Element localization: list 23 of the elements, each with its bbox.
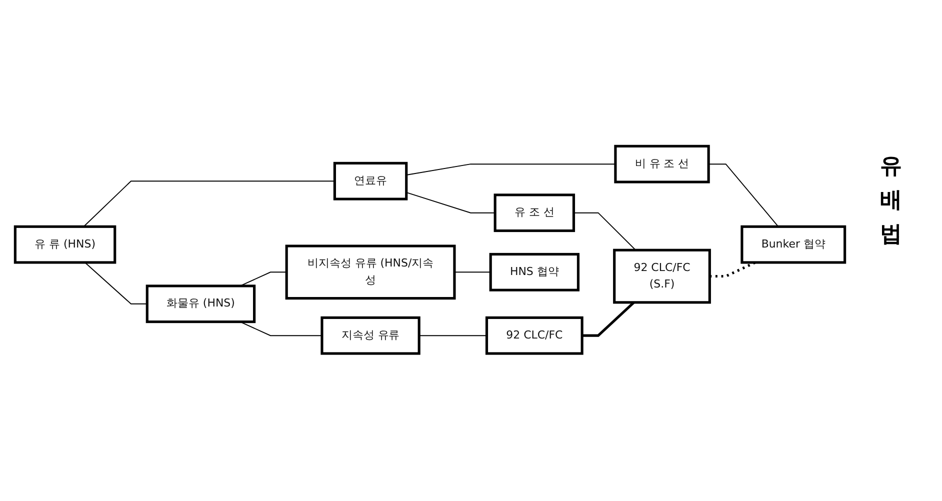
connector [418, 335, 488, 336]
side-label: 유배법 [877, 140, 904, 242]
connector [84, 262, 148, 304]
node-box: 유 조 선 [494, 194, 576, 232]
connector [708, 164, 779, 228]
node-box: HNS 협약 [489, 253, 580, 292]
node-box: Bunker 협약 [740, 226, 846, 264]
connector [582, 302, 635, 338]
node-box: 비지속성 유류 (HNS/지속성 [285, 244, 456, 300]
node-box: 화물유 (HNS) [146, 284, 256, 324]
node-box: 유 류 (HNS) [14, 226, 116, 264]
node-box: 92 CLC/FC (S.F) [613, 248, 711, 304]
connector [240, 321, 322, 336]
connector [406, 192, 496, 214]
connector [573, 212, 636, 251]
connector [406, 164, 616, 176]
node-box: 지속성 유류 [320, 316, 420, 355]
node-box: 연료유 [333, 162, 408, 200]
connector [83, 180, 336, 228]
node-box: 92 CLC/FC [485, 316, 584, 355]
connector [454, 272, 492, 273]
connector [240, 272, 288, 287]
node-box: 비 유 조 선 [614, 145, 710, 184]
